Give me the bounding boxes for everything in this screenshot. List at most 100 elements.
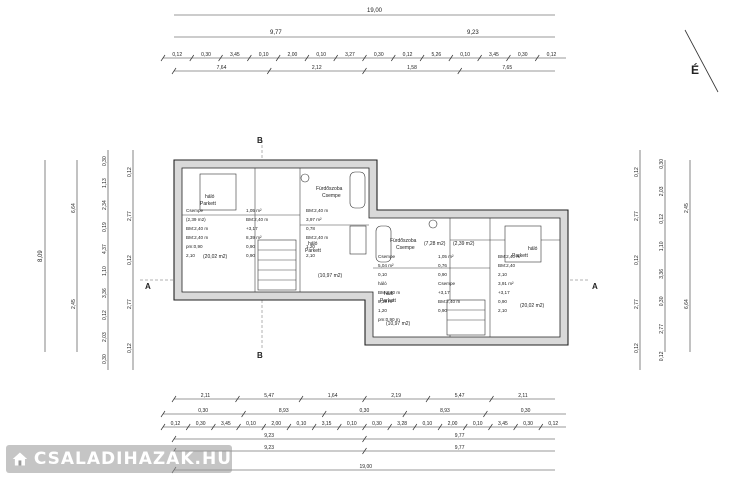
dimension-label: 0,12: [127, 255, 133, 265]
room-annotation: 0,90: [498, 299, 507, 304]
room-annotation: BM:2,40 m: [438, 299, 460, 304]
room-name: háló: [308, 241, 318, 247]
dimension-label: 0,12: [634, 343, 640, 353]
dimension-label: 0,12: [403, 52, 413, 58]
dimension-tick: [538, 423, 544, 431]
dimension-label: 0,19: [102, 222, 108, 232]
room-floor: Parkett: [200, 201, 216, 207]
top-dim-total: 19,00: [367, 8, 383, 14]
dimension-label: 0,12: [634, 167, 640, 177]
watermark-text: CSALADIHAZAK.HU: [33, 449, 232, 469]
room-annotation: 1,20: [378, 308, 387, 313]
dimension-tick: [236, 423, 241, 431]
room-annotation: 8,39 m²: [378, 299, 394, 304]
dimension-label: 3,36: [102, 288, 108, 298]
dimension-label: 0,12: [127, 167, 133, 177]
room-annotation: BM:2,40 m: [378, 290, 400, 295]
dimension-tick: [160, 423, 166, 431]
dimension-label: 8,93: [440, 408, 450, 414]
dimension-label: 2,45: [684, 203, 690, 213]
dimension-label: 0,10: [316, 52, 326, 58]
room-floor: Parkett: [380, 298, 396, 304]
dimension-label: 0,30: [521, 408, 531, 414]
dimension-label: 0,12: [102, 310, 108, 320]
room-floor: Parkett: [305, 248, 321, 254]
dimension-tick: [235, 395, 240, 403]
room-annotation: BM:2,40 m: [498, 254, 520, 259]
dimension-tick: [483, 410, 488, 418]
room-area: (2,39 m2): [453, 241, 475, 247]
dimension-label: 0,30: [372, 421, 382, 427]
room-area: (20,02 m2): [203, 254, 228, 260]
dimension-label: 0,30: [518, 52, 528, 58]
dimension-label: 2,77: [659, 324, 665, 334]
dimension-tick: [362, 395, 367, 403]
site-watermark: CSALADIHAZAK.HU: [6, 445, 232, 473]
dimension-tick: [488, 423, 493, 431]
dimension-label: 1,13: [102, 178, 108, 188]
room-annotation: 1,05 m²: [246, 208, 262, 213]
dimension-tick: [304, 54, 310, 62]
dimension-tick: [261, 423, 267, 431]
room-annotation: pm:0,90: [186, 244, 203, 249]
room-annotation: 0,90: [438, 272, 447, 277]
room-annotation: (2,39 m2): [186, 217, 206, 222]
dimension-label: 0,30: [523, 421, 533, 427]
room-annotation: BM:2,40 m: [186, 235, 208, 240]
dimension-tick: [457, 67, 463, 75]
left-unit-annotations: háló Parkett (20,02 m2) Fürdőszoba Csemp…: [186, 186, 343, 279]
dimension-label: 0,12: [172, 52, 182, 58]
room-name: háló: [384, 291, 394, 297]
dimension-label: 2,00: [271, 421, 281, 427]
north-arrow: É: [684, 29, 719, 93]
room-annotation: 0,90: [246, 244, 255, 249]
room-area: (10,97 m2): [386, 321, 411, 327]
dimension-tick: [311, 423, 317, 431]
dimension-label: 2,19: [391, 393, 401, 399]
dimension-label: 3,15: [322, 421, 332, 427]
dimension-label: 9,77: [455, 433, 465, 439]
dimension-label: 0,10: [460, 52, 470, 58]
dimension-label: 5,26: [431, 52, 441, 58]
dimension-label: 9,23: [264, 445, 274, 451]
dimension-tick: [362, 67, 367, 75]
dimension-label: 3,45: [230, 52, 240, 58]
room-annotation: 2,10: [186, 253, 195, 258]
dimension-tick: [218, 54, 223, 62]
room-annotation: 0,10: [378, 272, 387, 277]
dimension-label: 0,12: [171, 421, 181, 427]
room-floor: Csempe: [322, 193, 341, 199]
dimension-tick: [171, 395, 177, 403]
dimension-label: 2,00: [448, 421, 458, 427]
dimension-label: 0,12: [659, 214, 665, 224]
dimension-label: 0,30: [201, 52, 211, 58]
dimension-label: 9,77: [455, 445, 465, 451]
dimension-tick: [534, 54, 540, 62]
dimension-label: 2,77: [634, 299, 640, 309]
dimension-label: 0,30: [374, 52, 384, 58]
right-dimension-columns: 2,456,640,302,030,121,103,360,302,770,12…: [634, 150, 691, 370]
dimension-label: 3,45: [498, 421, 508, 427]
left-dimension-columns: 8,09 6,642,450,301,132,340,194,371,103,3…: [38, 150, 134, 370]
dimension-tick: [390, 54, 396, 62]
dimension-tick: [412, 423, 418, 431]
section-mark-a-right: A: [592, 282, 598, 291]
dimension-tick: [185, 423, 191, 431]
room-annotation: +3,17: [438, 290, 450, 295]
room-area: (20,02 m2): [520, 303, 545, 309]
dimension-tick: [477, 54, 482, 62]
dimension-tick: [189, 54, 195, 62]
dimension-label: 2,03: [659, 186, 665, 196]
dimension-tick: [241, 410, 246, 418]
dimension-label: 1,64: [328, 393, 338, 399]
room-annotation: 0,78: [306, 226, 315, 231]
room-annotation: BM:2,40 m: [306, 208, 328, 213]
dimension-label: 8,93: [279, 408, 289, 414]
dimension-tick: [513, 423, 518, 431]
dimension-label: 2,77: [127, 299, 133, 309]
dimension-label: 0,10: [259, 52, 269, 58]
dimension-tick: [211, 423, 216, 431]
right-unit-annotations: Fürdőszoba Csempe (7,28 m2) háló Parkett…: [378, 238, 545, 327]
section-mark-a-left: A: [145, 282, 151, 291]
dimension-label: 0,10: [297, 421, 307, 427]
